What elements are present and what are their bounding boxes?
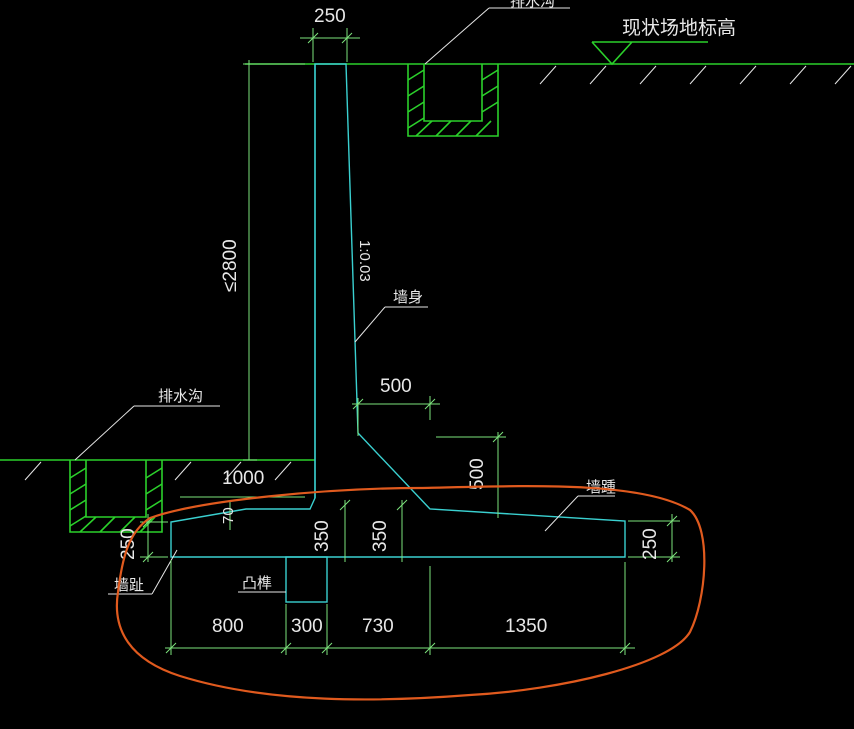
wall-heel-leader bbox=[544, 495, 579, 532]
site-elevation-label: 现状场地标高 bbox=[622, 17, 736, 39]
drain-left-leader bbox=[74, 405, 135, 461]
dim-350-a: 350 bbox=[312, 520, 333, 552]
dim-500-vertical: 500 bbox=[467, 458, 488, 490]
wall-toe-label: 墙趾 bbox=[114, 577, 144, 594]
dim-1000-label: 1000 bbox=[222, 468, 264, 489]
dim-500-horizontal: 500 bbox=[380, 376, 412, 397]
dim-730: 730 bbox=[362, 616, 394, 637]
shear-key bbox=[285, 556, 328, 603]
dim-300: 300 bbox=[291, 616, 323, 637]
dim-800: 800 bbox=[212, 616, 244, 637]
drain-top-leader bbox=[424, 7, 490, 65]
dim-70-label: 70 bbox=[220, 507, 237, 524]
site-elevation-marker bbox=[591, 41, 708, 66]
wall-toe-leader bbox=[151, 549, 178, 595]
slope-label: 1:0.03 bbox=[356, 240, 373, 282]
retaining-wall-outline bbox=[170, 63, 626, 558]
top-width-label: 250 bbox=[314, 6, 346, 27]
dim-1350: 1350 bbox=[505, 616, 547, 637]
red-annotation-circle bbox=[115, 485, 706, 701]
drain-channel-left bbox=[69, 460, 163, 533]
shear-key-label: 凸榫 bbox=[242, 575, 272, 592]
wall-body-leader bbox=[354, 306, 386, 343]
wall-body-label: 墙身 bbox=[393, 289, 423, 306]
dim-250-right: 250 bbox=[640, 528, 661, 560]
ground-hatch-right bbox=[539, 65, 852, 85]
drain-left-label: 排水沟 bbox=[158, 388, 203, 405]
wall-height-label: ≤2800 bbox=[220, 239, 241, 292]
wall-heel-label: 墙踵 bbox=[586, 479, 616, 496]
ground-hatch-left bbox=[24, 461, 292, 481]
drain-top-label: 排水沟 bbox=[510, 0, 555, 10]
dim-350-b: 350 bbox=[370, 520, 391, 552]
drain-channel-top bbox=[407, 64, 499, 137]
